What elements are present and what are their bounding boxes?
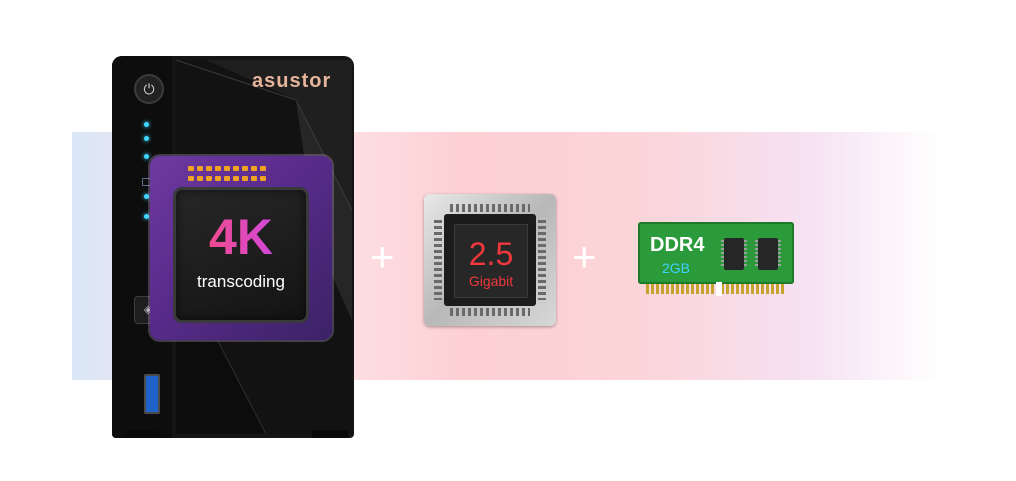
network-big-label: 2.5 — [468, 236, 514, 272]
cpu-pins — [188, 166, 272, 182]
network-led — [144, 136, 149, 141]
cpu-substrate: 4K transcoding — [150, 156, 332, 340]
diamond-icon: ◈ — [143, 304, 153, 316]
plus-sign-1: + — [370, 233, 395, 280]
network-chip-die: 2.5 Gigabit — [444, 214, 536, 306]
power-icon: ⏻ — [143, 81, 155, 97]
status-led — [144, 122, 149, 127]
foot-left — [124, 430, 160, 438]
disk1-led — [144, 194, 149, 199]
network-chip-core: 2.5 Gigabit — [454, 224, 528, 298]
plus-sign-2: + — [572, 233, 597, 280]
cpu-chip: 4K transcoding — [150, 156, 332, 340]
disk2-led — [144, 214, 149, 219]
cpu-die: 4K transcoding — [176, 190, 306, 320]
cpu-small-label: transcoding — [197, 272, 285, 291]
foot-right — [312, 430, 348, 438]
chip-pins-top — [450, 204, 530, 212]
lan-led — [144, 154, 149, 159]
brand-logo: asustor — [252, 70, 332, 92]
network-chip: 2.5 Gigabit — [424, 194, 556, 326]
ram-small-label: 2GB — [662, 260, 691, 276]
network-small-label: Gigabit — [468, 273, 514, 289]
ram-pcb: DDR4 2GB — [638, 222, 794, 284]
cpu-big-label: 4K — [176, 210, 306, 264]
ram-notch — [716, 282, 722, 296]
ram-chip-2 — [755, 238, 781, 270]
chip-pins-left — [434, 220, 442, 300]
ram-chip-1 — [721, 238, 747, 270]
ram-module: DDR4 2GB — [638, 222, 794, 296]
usb-port — [144, 374, 160, 414]
chip-pins-right — [538, 220, 546, 300]
power-button[interactable]: ⏻ — [134, 74, 164, 104]
chip-pins-bottom — [450, 308, 530, 316]
ram-big-label: DDR4 — [650, 234, 705, 256]
